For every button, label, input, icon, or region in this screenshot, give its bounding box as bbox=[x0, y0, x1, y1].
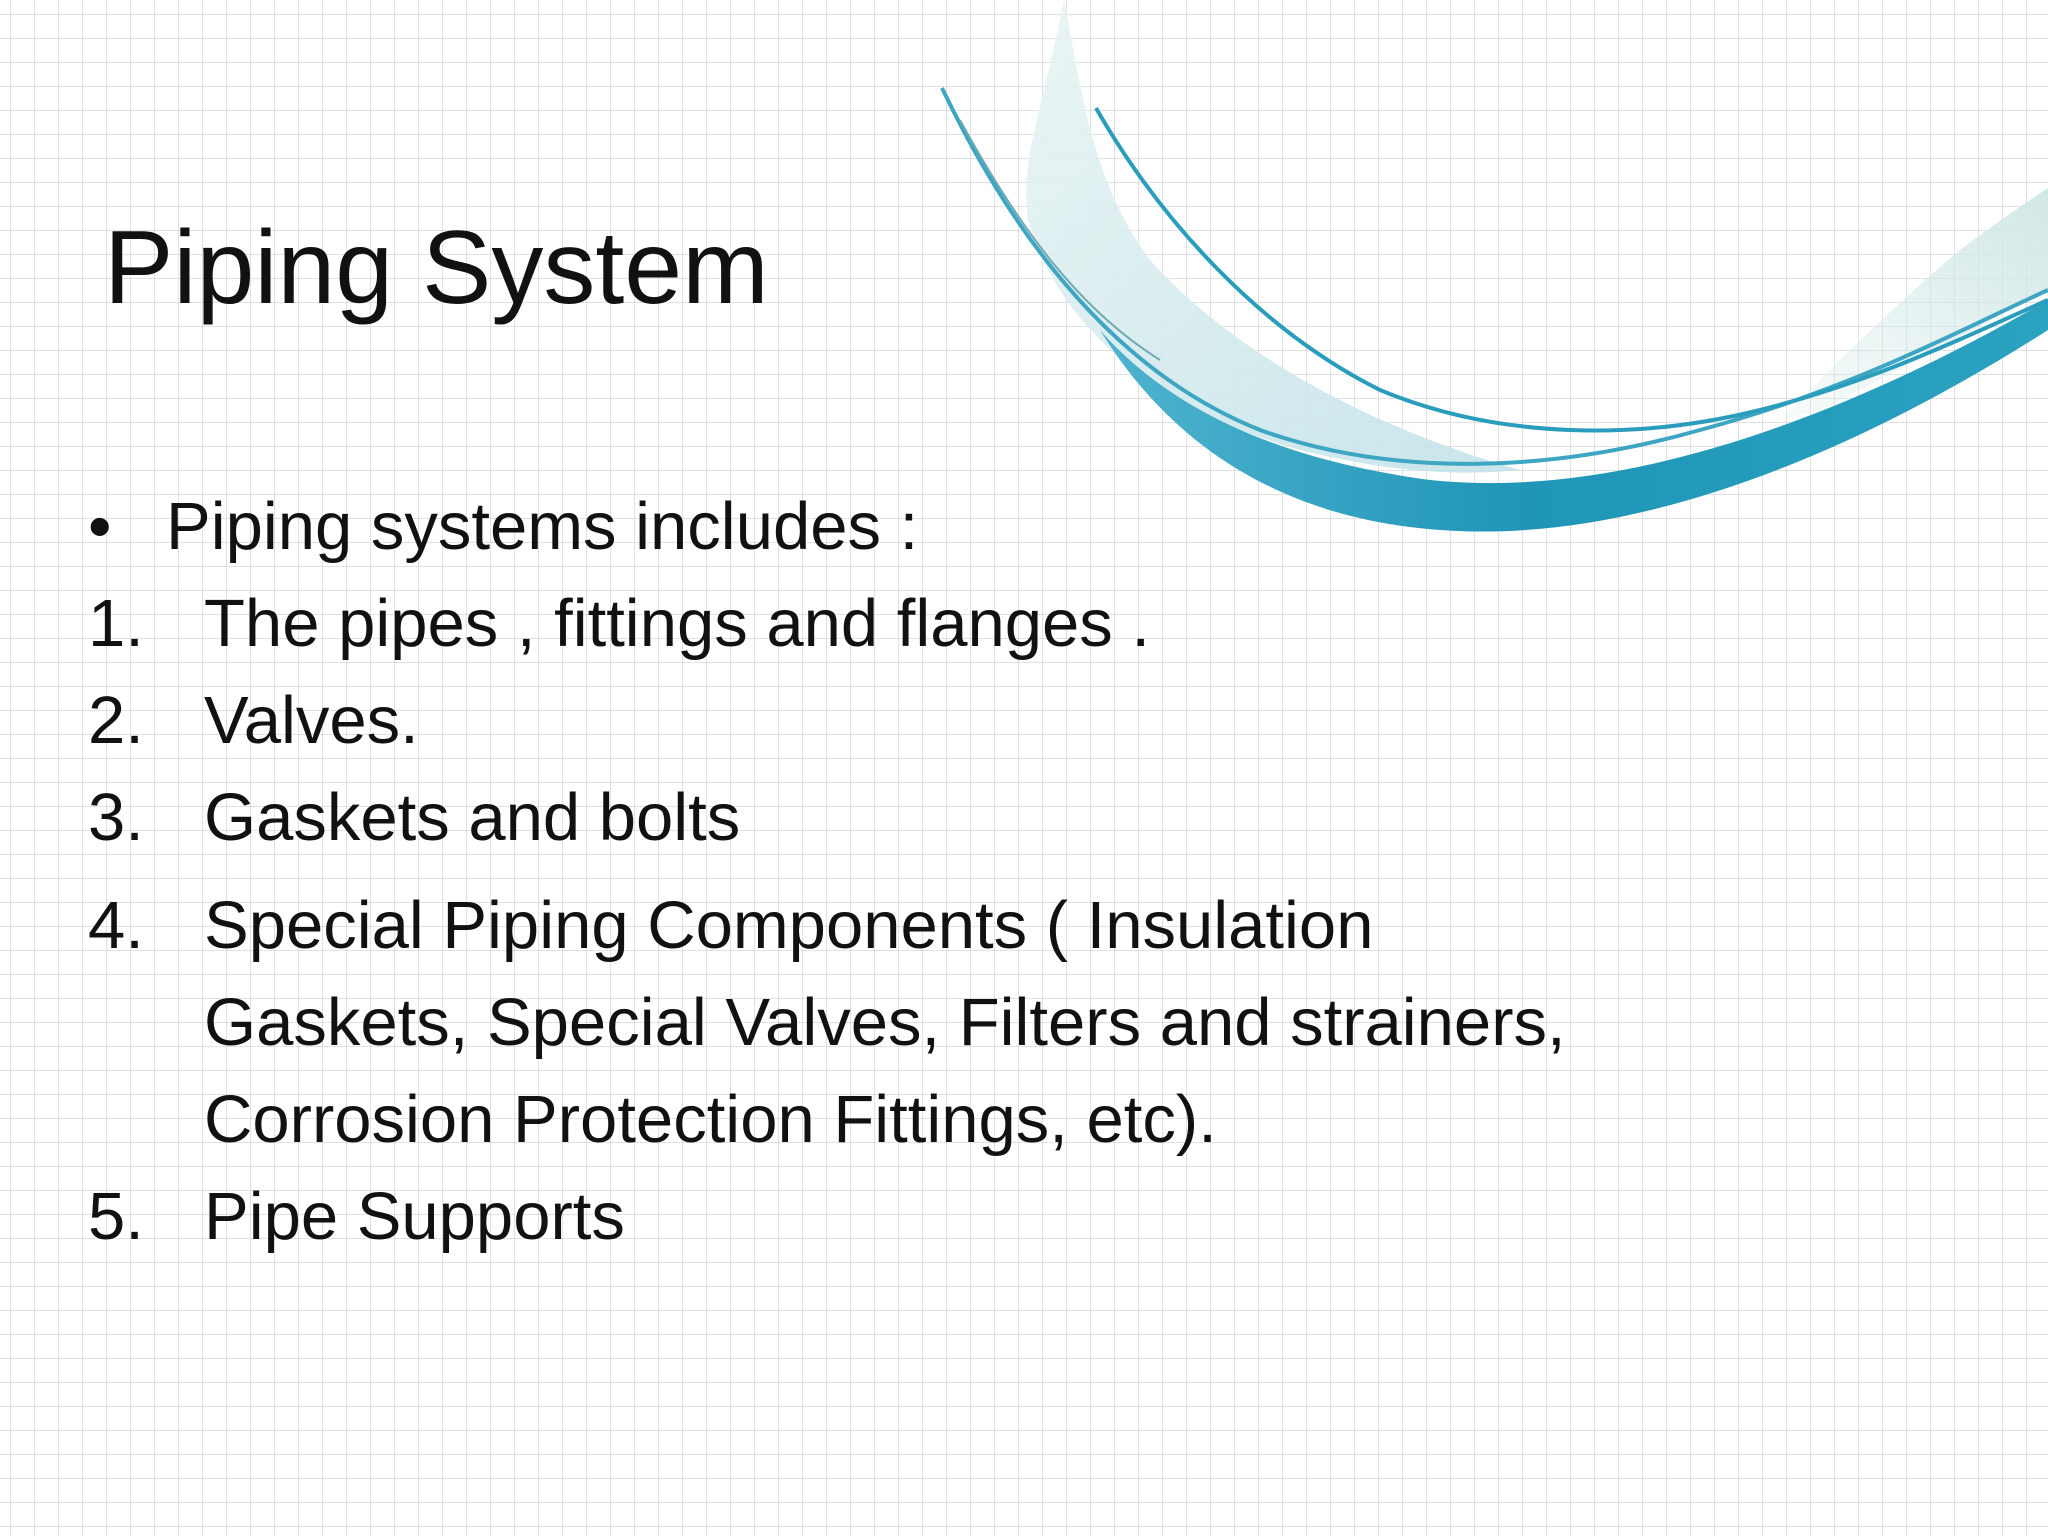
list-item-text: Gaskets and bolts bbox=[204, 780, 741, 855]
swoosh-light-sail bbox=[1026, 0, 1520, 473]
swoosh-right-feather bbox=[1780, 188, 2048, 420]
list-item-text: The pipes , fittings and flanges . bbox=[204, 586, 1151, 661]
list-number: 4. bbox=[88, 888, 144, 963]
list-item: 1. The pipes , fittings and flanges . bbox=[88, 575, 1568, 672]
list-item-text: Pipe Supports bbox=[204, 1179, 625, 1254]
list-item: 4. Special Piping Components ( Insulatio… bbox=[88, 877, 1568, 1168]
swoosh-thin-line-3 bbox=[959, 119, 1161, 361]
list-item-text: Valves. bbox=[204, 683, 419, 758]
slide-body: • Piping systems includes : 1. The pipes… bbox=[88, 478, 1568, 1265]
swoosh-thin-line-2 bbox=[1094, 107, 2048, 433]
bullet-text: Piping systems includes : bbox=[166, 489, 919, 564]
bullet-marker: • bbox=[88, 489, 112, 564]
bullet-item: • Piping systems includes : bbox=[88, 478, 1568, 575]
swoosh-thin-line-1 bbox=[940, 87, 2048, 466]
swoosh-main-ribbon bbox=[1100, 300, 2048, 532]
list-number: 5. bbox=[88, 1179, 144, 1254]
slide-title: Piping System bbox=[104, 210, 769, 326]
list-item-text: Special Piping Components ( Insulation G… bbox=[204, 888, 1566, 1157]
list-number: 3. bbox=[88, 780, 144, 855]
list-number: 1. bbox=[88, 586, 144, 661]
list-number: 2. bbox=[88, 683, 144, 758]
list-item: 5. Pipe Supports bbox=[88, 1168, 1568, 1265]
list-item: 3. Gaskets and bolts bbox=[88, 769, 1568, 866]
list-item: 2. Valves. bbox=[88, 672, 1568, 769]
